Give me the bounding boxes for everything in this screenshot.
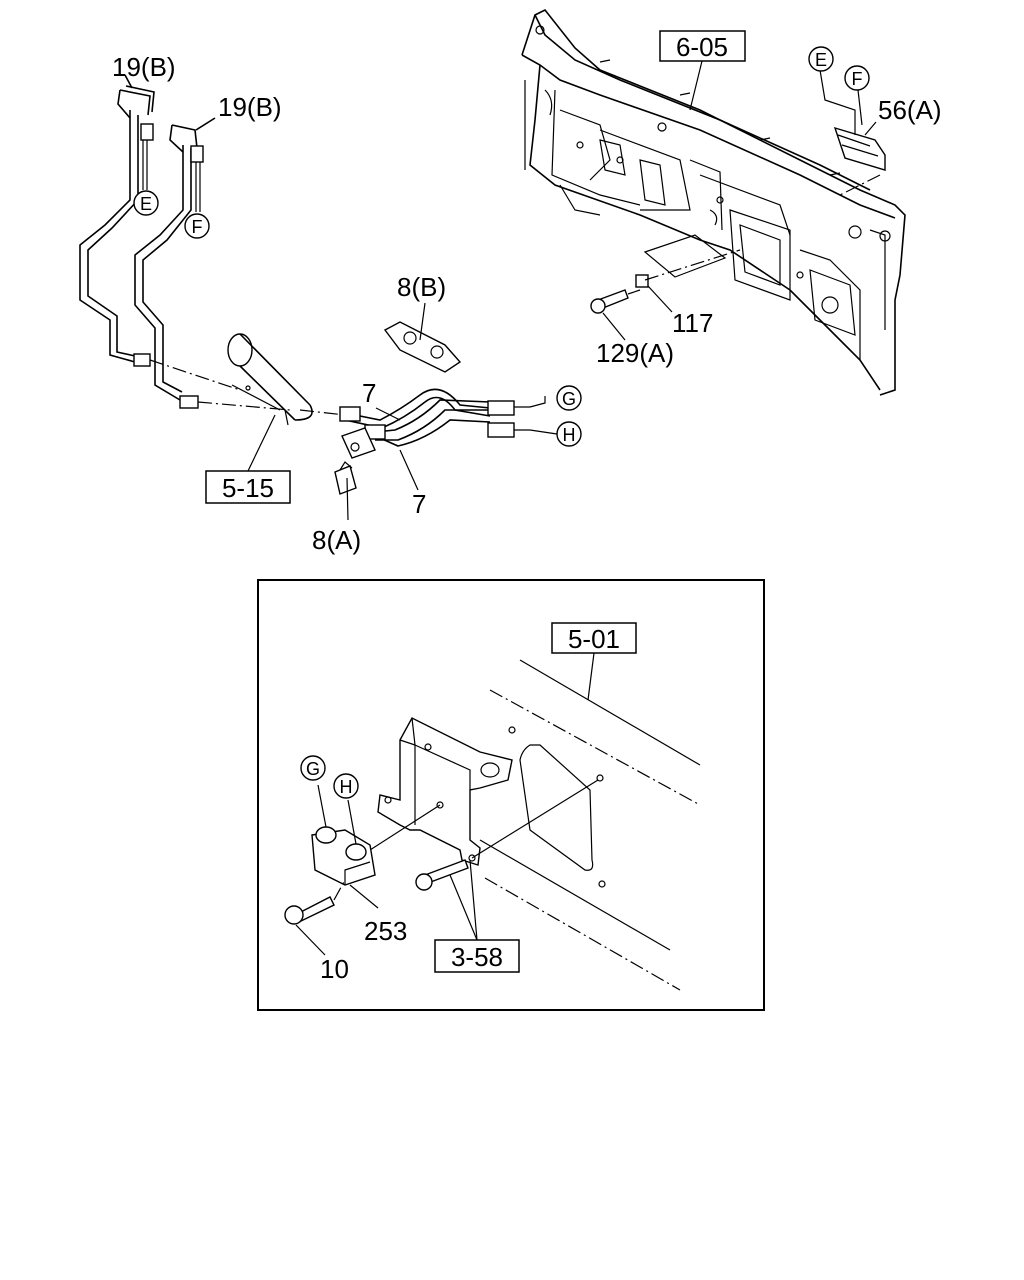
- label-253: 253: [364, 916, 407, 946]
- bracket-3-58: 3-58: [369, 717, 599, 973]
- cooler-5-15: 5-15: [205, 333, 346, 504]
- hose-7-pair: 7 7: [344, 378, 530, 519]
- label-56a: 56(A): [878, 95, 942, 125]
- label-5-15: 5-15: [222, 473, 274, 503]
- svg-text:G: G: [306, 759, 320, 779]
- svg-text:F: F: [852, 69, 863, 89]
- label-7-lower: 7: [412, 489, 426, 519]
- label-10: 10: [320, 954, 349, 984]
- label-8a: 8(A): [312, 525, 361, 555]
- cab-back-panel: [521, 8, 906, 396]
- connector-g-upper: G: [529, 385, 582, 411]
- svg-text:E: E: [815, 50, 827, 70]
- pipe-19b-right: [134, 117, 216, 401]
- svg-text:H: H: [340, 777, 353, 797]
- fasteners-117-129a: 117 129(A): [590, 249, 741, 368]
- inset-frame: [257, 579, 765, 1011]
- bolt-10: 10: [284, 879, 349, 984]
- label-117: 117: [672, 308, 713, 338]
- frame-rail-5-01: 5-01: [479, 622, 701, 991]
- connector-h-inset: H: [333, 773, 359, 799]
- label-19b-right: 19(B): [218, 92, 282, 122]
- label-129a: 129(A): [596, 338, 674, 368]
- connector-g-inset: G: [300, 755, 326, 781]
- svg-text:E: E: [140, 194, 152, 214]
- pipe-fittings-lower: [133, 353, 291, 411]
- label-19b-left: 19(B): [112, 52, 176, 82]
- label-3-58: 3-58: [451, 942, 503, 972]
- label-8b: 8(B): [397, 272, 446, 302]
- connector-h-upper: H: [529, 421, 582, 447]
- connector-f-panel: F: [844, 65, 870, 91]
- svg-text:H: H: [563, 425, 576, 445]
- callout-6-05: 6-05: [659, 30, 746, 111]
- label-7-upper: 7: [362, 378, 376, 408]
- connector-e-panel: E: [808, 46, 834, 72]
- label-5-01: 5-01: [568, 624, 620, 654]
- svg-text:G: G: [562, 389, 576, 409]
- clip-8a: 8(A): [312, 461, 361, 555]
- block-253: 253: [311, 784, 407, 946]
- pipe-19b-left: [79, 74, 155, 363]
- label-6-05: 6-05: [676, 32, 728, 62]
- connector-e-upper: E: [133, 190, 159, 216]
- svg-text:F: F: [192, 217, 203, 237]
- connector-f-upper: F: [184, 213, 210, 239]
- clip-8b: 8(B): [383, 272, 462, 373]
- junction-fittings: [339, 406, 386, 459]
- bracket-56a: 56(A): [819, 69, 942, 196]
